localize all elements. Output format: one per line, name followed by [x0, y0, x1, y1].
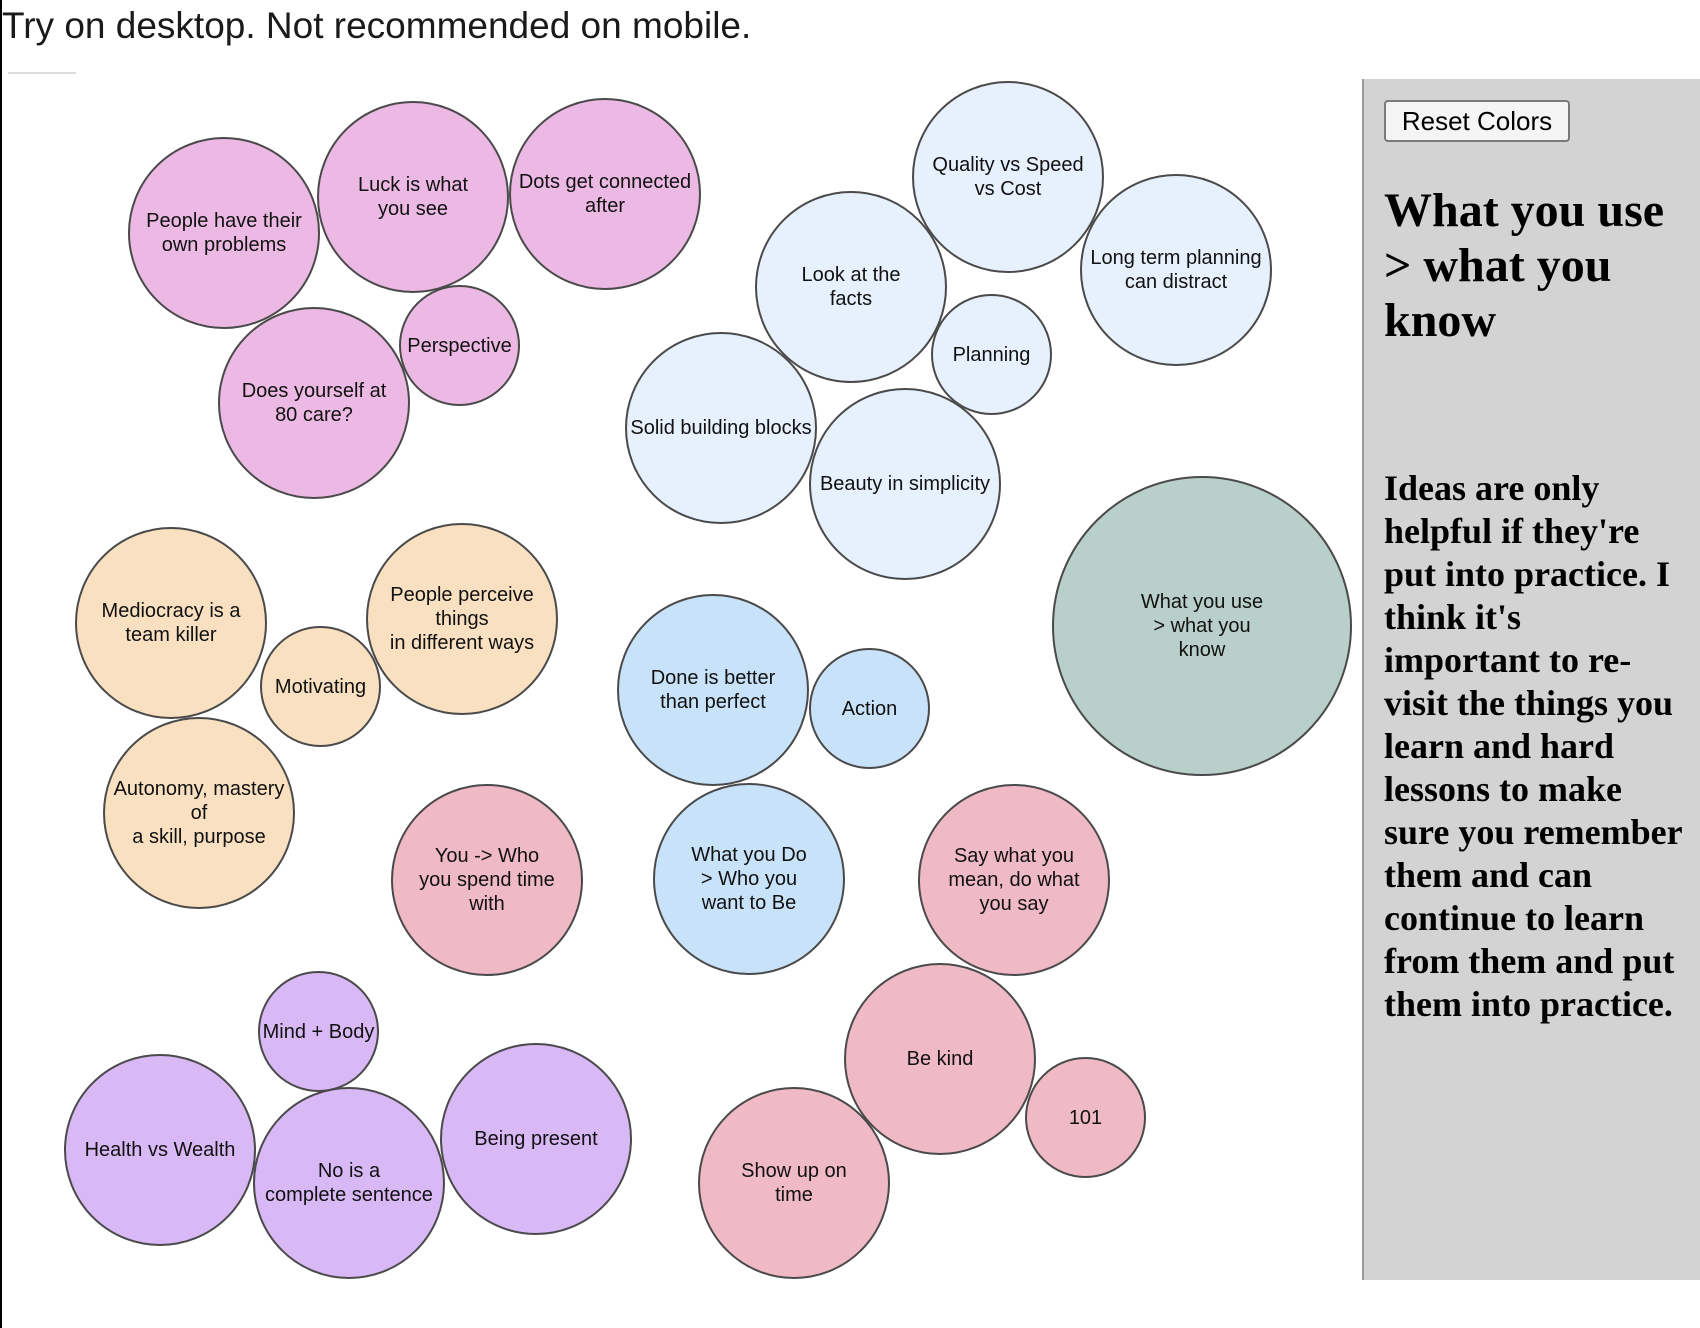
idea-bubble-label: Quality vs Speed vs Cost	[932, 154, 1084, 200]
idea-bubble-label: Mind + Body	[262, 1020, 375, 1043]
idea-bubble-motivating[interactable]: Motivating	[260, 626, 381, 747]
faint-mark	[8, 72, 76, 74]
idea-bubble-dots-get-connected-after[interactable]: Dots get connected after	[509, 98, 701, 290]
idea-bubble-done-is-better-than-perfect[interactable]: Done is better than perfect	[617, 594, 809, 786]
idea-bubble-label: Beauty in simplicity	[819, 473, 991, 495]
idea-bubble-label: Be kind	[906, 1048, 974, 1070]
idea-bubble-label: Say what you mean, do what you say	[948, 845, 1080, 915]
idea-bubble-look-at-the-facts[interactable]: Look at the facts	[755, 191, 947, 383]
idea-bubble-what-you-use-what-you-know[interactable]: What you use > what you know	[1052, 476, 1352, 776]
idea-bubble-label: People perceive things in different ways	[389, 584, 535, 654]
idea-bubble-label: What you use > what you know	[1140, 591, 1264, 661]
reset-colors-button[interactable]: Reset Colors	[1384, 100, 1570, 142]
idea-bubble-what-you-do-who-you-want-to-be[interactable]: What you Do > Who you want to Be	[653, 783, 845, 975]
idea-bubble-beauty-in-simplicity[interactable]: Beauty in simplicity	[809, 388, 1001, 580]
idea-bubble-label: What you Do > Who you want to Be	[691, 844, 807, 914]
left-border	[0, 0, 2, 1328]
idea-bubble-people-perceive-things[interactable]: People perceive things in different ways	[366, 523, 558, 715]
idea-bubble-label: Look at the facts	[801, 264, 901, 310]
idea-bubble-label: Perspective	[407, 334, 512, 357]
idea-bubble-label: Long term planning can distract	[1090, 247, 1262, 293]
idea-bubble-label: Autonomy, mastery of a skill, purpose	[113, 778, 285, 848]
idea-bubble-say-what-you-mean[interactable]: Say what you mean, do what you say	[918, 784, 1110, 976]
idea-bubble-label: Motivating	[274, 675, 367, 698]
idea-bubble-people-have-their-own-problems[interactable]: People have their own problems	[128, 137, 320, 329]
idea-bubble-action[interactable]: Action	[809, 648, 930, 769]
idea-bubble-label: Show up on time	[741, 1160, 847, 1206]
idea-bubble-autonomy-mastery-purpose[interactable]: Autonomy, mastery of a skill, purpose	[103, 717, 295, 909]
idea-bubble-label: People have their own problems	[146, 210, 302, 256]
idea-bubble-luck-is-what-you-see[interactable]: Luck is what you see	[317, 101, 509, 293]
idea-bubble-label: You -> Who you spend time with	[419, 845, 555, 915]
idea-bubble-label: Being present	[474, 1128, 598, 1150]
idea-bubble-label: 101	[1068, 1106, 1103, 1129]
idea-bubble-be-kind[interactable]: Be kind	[844, 963, 1036, 1155]
selected-idea-heading: What you use > what you know	[1384, 184, 1665, 347]
idea-bubble-label: Mediocracy is a team killer	[101, 600, 241, 646]
idea-bubble-planning[interactable]: Planning	[931, 294, 1052, 415]
idea-bubble-show-up-on-time[interactable]: Show up on time	[698, 1087, 890, 1279]
idea-bubble-health-vs-wealth[interactable]: Health vs Wealth	[64, 1054, 256, 1246]
sidebar-panel: Reset Colors What you use > what you kno…	[1362, 79, 1700, 1280]
idea-bubble-label: Does yourself at 80 care?	[241, 380, 387, 426]
idea-bubble-label: Luck is what you see	[357, 174, 469, 220]
idea-bubble-you-who-you-spend-time-with[interactable]: You -> Who you spend time with	[391, 784, 583, 976]
idea-description: Ideas are only helpful if they're put in…	[1384, 468, 1682, 1024]
idea-bubble-label: Health vs Wealth	[84, 1139, 236, 1161]
idea-bubble-101[interactable]: 101	[1025, 1057, 1146, 1178]
idea-bubble-quality-vs-speed-vs-cost[interactable]: Quality vs Speed vs Cost	[912, 81, 1104, 273]
idea-bubble-mind-body[interactable]: Mind + Body	[258, 971, 379, 1092]
idea-bubble-label: No is a complete sentence	[265, 1160, 433, 1206]
idea-bubble-label: Planning	[952, 343, 1031, 366]
idea-bubble-label: Action	[841, 697, 898, 720]
idea-bubble-solid-building-blocks[interactable]: Solid building blocks	[625, 332, 817, 524]
idea-bubble-mediocracy-is-a-team-killer[interactable]: Mediocracy is a team killer	[75, 527, 267, 719]
idea-bubble-label: Dots get connected after	[518, 171, 692, 217]
idea-bubble-being-present[interactable]: Being present	[440, 1043, 632, 1235]
desktop-notice: Try on desktop. Not recommended on mobil…	[2, 5, 752, 46]
idea-bubble-does-yourself-at-80-care[interactable]: Does yourself at 80 care?	[218, 307, 410, 499]
idea-bubble-label: Done is better than perfect	[650, 667, 776, 713]
idea-bubble-perspective[interactable]: Perspective	[399, 285, 520, 406]
idea-bubble-long-term-planning-can-distract[interactable]: Long term planning can distract	[1080, 174, 1272, 366]
bubble-canvas: People have their own problems Luck is wh…	[0, 78, 1362, 1280]
idea-bubble-no-is-a-complete-sentence[interactable]: No is a complete sentence	[253, 1087, 445, 1279]
idea-bubble-label: Solid building blocks	[630, 417, 812, 439]
